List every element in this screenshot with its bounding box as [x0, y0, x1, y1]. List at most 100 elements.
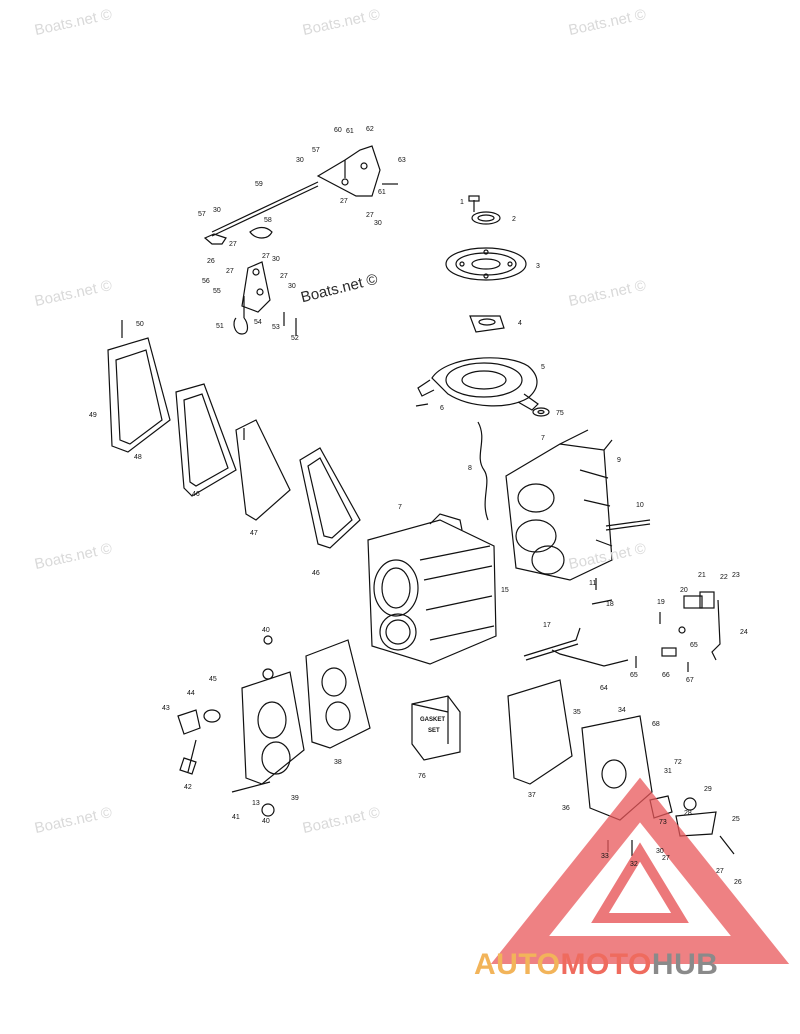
callout-49: 49	[89, 412, 97, 419]
brand-part-hub: HUB	[651, 948, 719, 981]
callout-labels: 1 2 3 4 5 6 7 7 8 9 10 11 13 15 17 18 19…	[89, 126, 748, 886]
callout-59: 59	[255, 181, 263, 188]
wire-harness	[477, 421, 489, 521]
callout-38: 38	[334, 759, 342, 766]
callout-3: 3	[536, 263, 540, 270]
callout-63: 63	[398, 157, 406, 164]
callout-20: 20	[680, 587, 688, 594]
callout-7b: 7	[398, 504, 402, 511]
callout-30d: 30	[288, 283, 296, 290]
callout-52: 52	[291, 335, 299, 342]
gasket-box-label-2: SET	[428, 728, 440, 734]
callout-10: 10	[636, 502, 644, 509]
callout-62: 62	[366, 126, 374, 133]
callout-68: 68	[652, 721, 660, 728]
callout-30f: 30	[656, 848, 664, 855]
callout-47: 47	[250, 530, 258, 537]
bypass-gasket	[507, 679, 573, 785]
callout-27d: 27	[226, 268, 234, 275]
callout-61a: 61	[346, 128, 354, 135]
callout-75: 75	[556, 410, 564, 417]
crankcase	[505, 429, 651, 590]
callout-41: 41	[232, 814, 240, 821]
callout-35: 35	[573, 709, 581, 716]
callout-27f: 27	[366, 212, 374, 219]
fitting-cluster	[591, 591, 715, 672]
callout-42: 42	[184, 784, 192, 791]
callout-19: 19	[657, 599, 665, 606]
callout-4: 4	[518, 320, 522, 327]
callout-61b: 61	[378, 189, 386, 196]
callout-11: 11	[589, 580, 596, 587]
cylinder-block	[367, 513, 497, 665]
callout-46a: 46	[192, 491, 200, 498]
callout-30a: 30	[296, 157, 304, 164]
callout-34: 34	[618, 707, 626, 714]
callout-27b: 27	[229, 241, 237, 248]
callout-25: 25	[732, 816, 740, 823]
brand-part-moto: MOTO	[560, 948, 652, 981]
callout-40a: 40	[262, 627, 270, 634]
callout-27h: 27	[716, 868, 724, 875]
callout-23: 23	[732, 572, 740, 579]
callout-1: 1	[460, 199, 464, 206]
callout-31: 31	[664, 768, 672, 775]
callout-54: 54	[254, 319, 262, 326]
callout-60: 60	[334, 127, 342, 134]
callout-65a: 65	[690, 642, 698, 649]
head-gasket	[305, 639, 371, 749]
callout-24: 24	[740, 629, 748, 636]
callout-33: 33	[601, 853, 609, 860]
head-gasket-bore-1	[321, 667, 347, 697]
callout-30c: 30	[272, 256, 280, 263]
callout-73: 73	[659, 819, 667, 826]
callout-46b: 46	[312, 570, 320, 577]
callout-48: 48	[134, 454, 142, 461]
callout-27a: 27	[340, 198, 348, 205]
throttle-linkage	[203, 145, 398, 336]
callout-72: 72	[674, 759, 682, 766]
callout-76: 76	[418, 773, 426, 780]
callout-51: 51	[216, 323, 224, 330]
gasket-box-label-1: GASKET	[420, 717, 445, 723]
callout-45: 45	[209, 676, 217, 683]
callout-2: 2	[512, 216, 516, 223]
callout-55: 55	[213, 288, 221, 295]
callout-36: 36	[562, 805, 570, 812]
callout-64: 64	[600, 685, 608, 692]
callout-26b: 26	[734, 879, 742, 886]
autotmotohub-brand: AUTOMOTOHUB	[474, 948, 718, 982]
callout-27g: 27	[662, 855, 670, 862]
callout-57a: 57	[312, 147, 320, 154]
callout-39: 39	[291, 795, 299, 802]
callout-27c: 27	[262, 253, 270, 260]
callout-18: 18	[606, 601, 614, 608]
callout-27e: 27	[280, 273, 288, 280]
callout-30b: 30	[213, 207, 221, 214]
callout-5: 5	[541, 364, 545, 371]
callout-28: 28	[684, 810, 692, 817]
callout-40b: 40	[262, 818, 270, 825]
callout-58: 58	[264, 217, 272, 224]
callout-29: 29	[704, 786, 712, 793]
head-gasket-bore-2	[325, 701, 351, 731]
callout-22: 22	[720, 574, 728, 581]
callout-9: 9	[617, 457, 621, 464]
callout-8: 8	[468, 465, 472, 472]
fuel-lines	[523, 599, 721, 667]
callout-67: 67	[686, 677, 694, 684]
top-seal-plate-stack	[415, 195, 550, 417]
callout-43: 43	[162, 705, 170, 712]
autotmotohub-logo-triangle	[490, 777, 790, 964]
callout-32: 32	[630, 861, 638, 868]
callout-7a: 7	[541, 435, 545, 442]
callout-15: 15	[501, 587, 509, 594]
cylinder-head	[177, 635, 305, 817]
callout-56: 56	[202, 278, 210, 285]
callout-21: 21	[698, 572, 706, 579]
gasket-set-box	[411, 695, 461, 761]
transfer-port-covers	[107, 320, 361, 549]
callout-17: 17	[543, 622, 551, 629]
